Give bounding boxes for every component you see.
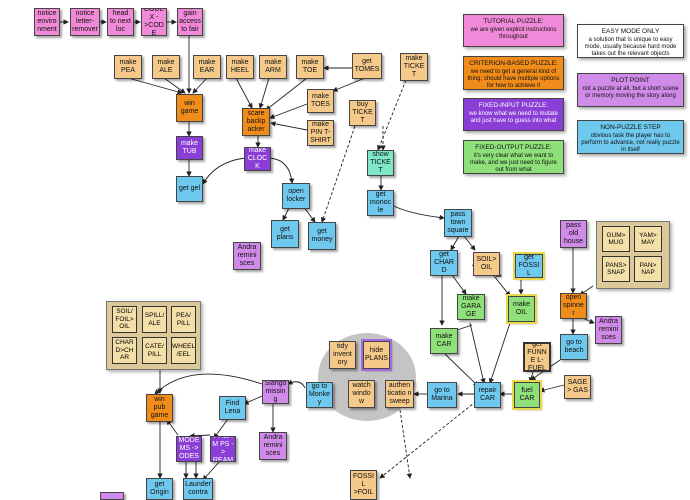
node-make-toes: make TOES (307, 89, 334, 113)
legend-fixed-input-title: FIXED-INPUT PUZZLE: (478, 102, 549, 109)
node-pass-old-house: pass old house (560, 220, 587, 248)
legend-plot-title: PLOT POINT (611, 77, 650, 84)
legend-criterion: CRITERION-BASED PUZZLE: we need to get a… (463, 56, 564, 90)
legend-non-puzzle-desc: obvious task the player has to perform t… (581, 133, 680, 153)
node-make-clock: make CLOCK (244, 147, 271, 171)
legend-fixed-input-desc: we know what we need to mutate and just … (469, 111, 558, 124)
node-notice-environment: notice enviro nment (34, 8, 60, 36)
cell-soil-foil-oil: SOIL/ FOIL> OIL (112, 306, 137, 333)
node-launder-contra: Launder contra (183, 478, 213, 500)
node-fuel-car: fuel CAR (512, 380, 542, 410)
node-hide-plans: hide PLANS (361, 339, 392, 371)
node-open-locker: open locker (282, 183, 310, 209)
node-gain-access: gain access to fair (177, 8, 203, 36)
node-sage-gas: SAGE> GAS (564, 375, 591, 399)
node-win-game: win game (176, 94, 203, 122)
node-repair-car: repair CAR (474, 382, 501, 408)
node-make-pea: make PEA (114, 55, 142, 79)
node-make-tub: make TUB (176, 136, 203, 160)
node-make-oil: make OIL (506, 294, 537, 324)
cell-wheel-eel: WHEEL /EEL (171, 337, 196, 364)
node-head-next-loc: head to next loc (107, 8, 134, 36)
node-tidy-inventory: tidy invent ory (329, 341, 356, 369)
node-pass-town-square: pass town square (444, 209, 472, 237)
node-get-tomes: get TOMES (352, 53, 382, 79)
legend-criterion-title: CRITERION-BASED PUZZLE: (469, 60, 558, 67)
node-soil-oil: SOIL> OIL (473, 252, 500, 276)
node-get-funnel-fuel: get FUNNE L- FUEL (523, 342, 551, 372)
node-make-pin-tshirt: make PIN T- SHIRT (307, 120, 334, 146)
node-watch-window: watch windo w (348, 380, 375, 408)
legend-tutorial-desc: we are given explicit instructions throu… (470, 27, 557, 40)
legend-fixed-output: FIXED-OUTPUT PUZZLE: it's very clear wha… (463, 140, 564, 174)
node-notice-letter-remover: notice letter- remover (70, 8, 100, 36)
node-slango-missing: Slango missing (262, 380, 289, 404)
node-find-lena: Find Lena (219, 396, 246, 420)
node-get-gel: get gel (176, 176, 203, 202)
node-win-pub-game: win pub game (146, 394, 173, 422)
node-partial-purple (100, 492, 124, 500)
node-authentication-sweep: authen ticatio n sweep (385, 380, 414, 408)
node-go-to-marina: go to Marina (427, 382, 457, 408)
legend-easy-desc: a solution that is unique to easy mode, … (584, 37, 677, 57)
legend-fixed-output-title: FIXED-OUTPUT PUZZLE: (475, 144, 552, 151)
legend-fixed-input: FIXED-INPUT PUZZLE: we know what we need… (463, 98, 564, 131)
cell-gum-mug: GUM> MUG (602, 226, 630, 252)
node-preamps-ream: PREAM PS -> REAM (210, 436, 236, 462)
cell-chard-char: CHAR D>CH AR (112, 337, 137, 364)
legend-tutorial-title: TUTORIAL PUZZLE: (483, 18, 544, 25)
legend-tutorial: TUTORIAL PUZZLE: we are given explicit i… (463, 14, 564, 47)
node-scare-backpacker: scare backp acker (242, 108, 270, 136)
cell-yam-may: YAM> MAY (634, 226, 662, 252)
legend-plot-point: PLOT POINT not a puzzle at all, but a sh… (577, 73, 684, 107)
node-andra-reminisces-1: Andra remini sces (233, 242, 261, 270)
node-make-toe: make TOE (296, 55, 324, 79)
node-get-plans: get plans (271, 220, 299, 248)
node-codex-code: CODEX ->COD E (141, 8, 167, 36)
node-andra-reminisces-2: Andra remini sces (595, 316, 622, 344)
node-make-arm: make ARM (259, 55, 287, 79)
node-andra-reminisces-3: Andra remini sces (259, 432, 287, 460)
cell-spill-ale: SPILL/ ALE (142, 306, 167, 333)
node-open-spinner: open spinne r (560, 293, 587, 319)
node-get-monocle: get monoc le (367, 190, 394, 216)
cell-pan-nap: PAN> NAP (634, 256, 662, 282)
node-modems-odes: MODE MS -> ODES (176, 436, 202, 462)
legend-plot-desc: not a puzzle at all, but a short scene o… (582, 86, 679, 99)
node-get-origin: get Origin (146, 478, 173, 500)
legend-non-puzzle: NON-PUZZLE STEP obvious task the player … (577, 120, 684, 154)
node-get-money: get money (308, 222, 336, 250)
legend-fixed-output-desc: it's very clear what we want to make, an… (470, 153, 557, 173)
node-make-ear: make EAR (193, 55, 221, 79)
cell-pea-pill: PEA/ PILL (171, 306, 196, 333)
legend-easy-title: EASY MODE ONLY (601, 28, 660, 35)
cell-cate-pill: CATE/ PILL (142, 337, 167, 364)
legend-criterion-desc: we need to get a general kind of thing; … (467, 69, 560, 89)
node-make-garage: make GARA GE (457, 294, 485, 320)
node-buy-ticket: buy TICKE T (349, 100, 376, 126)
node-make-ticket: make TICKE T (400, 53, 428, 81)
node-get-chard: get CHAR D (430, 250, 458, 276)
node-make-car: make CAR (430, 328, 458, 354)
legend-non-puzzle-title: NON-PUZZLE STEP (600, 124, 661, 131)
node-fossil-foil: FOSSIL >FOIL (350, 470, 377, 500)
node-make-heel: make HEEL (226, 55, 254, 79)
legend-easy-mode: EASY MODE ONLY a solution that is unique… (577, 24, 684, 58)
node-get-fossil: get FOSSIL (513, 252, 545, 280)
node-show-ticket: show TICKE T (367, 150, 394, 176)
node-go-to-monkey: go to Monke y (306, 382, 333, 408)
node-make-ale: make ALE (152, 55, 180, 79)
node-go-to-beach: go to beach (560, 334, 588, 360)
cell-pans-snap: PANS> SNAP (602, 256, 630, 282)
